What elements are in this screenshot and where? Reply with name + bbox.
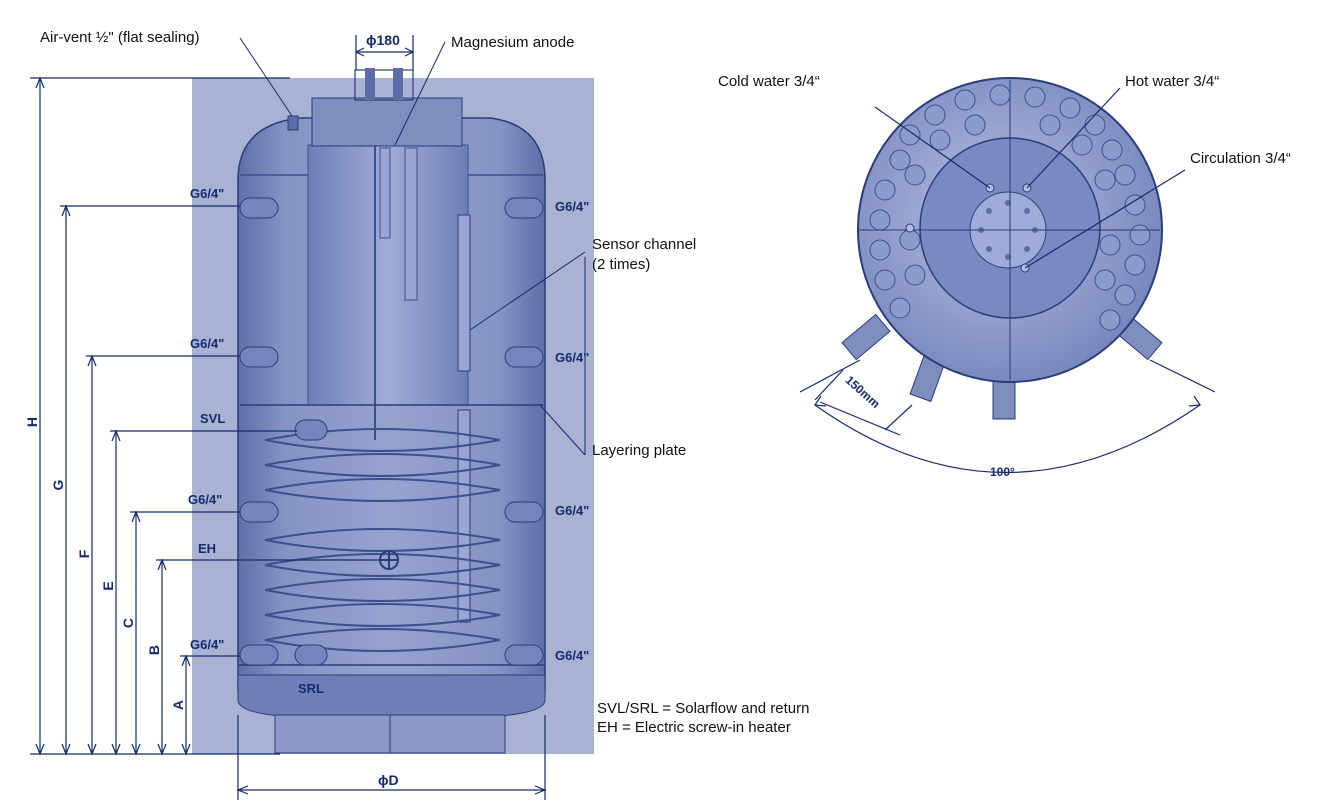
dim-diameter-bottom: ϕD [378, 772, 399, 788]
hot-water-label: Hot water 3/4“ [1125, 73, 1220, 90]
g64-left-4: G6/4" [190, 637, 225, 652]
layering-plate-label: Layering plate [592, 442, 687, 459]
top-flange [311, 97, 463, 147]
svl-label: SVL [200, 411, 226, 426]
heat-exchanger-coil [264, 428, 501, 652]
dim-c: C [120, 617, 136, 629]
g64-left-1: G6/4" [190, 186, 225, 201]
dim-e: E [100, 581, 116, 591]
legend-line-1: SVL/SRL = Solarflow and return [597, 700, 810, 717]
sensor-channel-lower [457, 409, 471, 623]
magnesium-anode-label: Magnesium anode [451, 34, 575, 51]
dim-g: G [50, 479, 66, 491]
g64-right-4: G6/4" [555, 648, 590, 663]
cold-water-label: Cold water 3/4“ [718, 73, 820, 90]
g64-right-1: G6/4" [555, 199, 590, 214]
circulation-label: Circulation 3/4“ [1190, 150, 1291, 167]
g64-right-3: G6/4" [555, 503, 590, 518]
top-view-diagram [799, 77, 1216, 474]
tank-bottom [237, 674, 546, 717]
dim-h: H [24, 416, 40, 428]
dim-a: A [170, 699, 186, 711]
magnesium-anode-rod [404, 147, 418, 301]
sensor-channel-sub-label: (2 times) [592, 256, 651, 273]
sensor-channel-label: Sensor channel [592, 236, 697, 253]
g64-right-2: G6/4" [555, 350, 590, 365]
air-vent-label: Air-vent ½" (flat sealing) [40, 29, 200, 46]
eh-label: EH [198, 541, 217, 556]
dim-angle: 100° [990, 465, 1015, 479]
air-vent [287, 115, 299, 131]
top-diameter-label: ϕ180 [366, 32, 400, 48]
sensor-channel-upper [457, 214, 471, 372]
dim-b: B [146, 644, 162, 656]
g64-left-2: G6/4" [190, 336, 225, 351]
dim-f: F [76, 549, 92, 559]
srl-label: SRL [298, 681, 324, 696]
g64-left-3: G6/4" [188, 492, 223, 507]
legend-line-2: EH = Electric screw-in heater [597, 719, 791, 736]
